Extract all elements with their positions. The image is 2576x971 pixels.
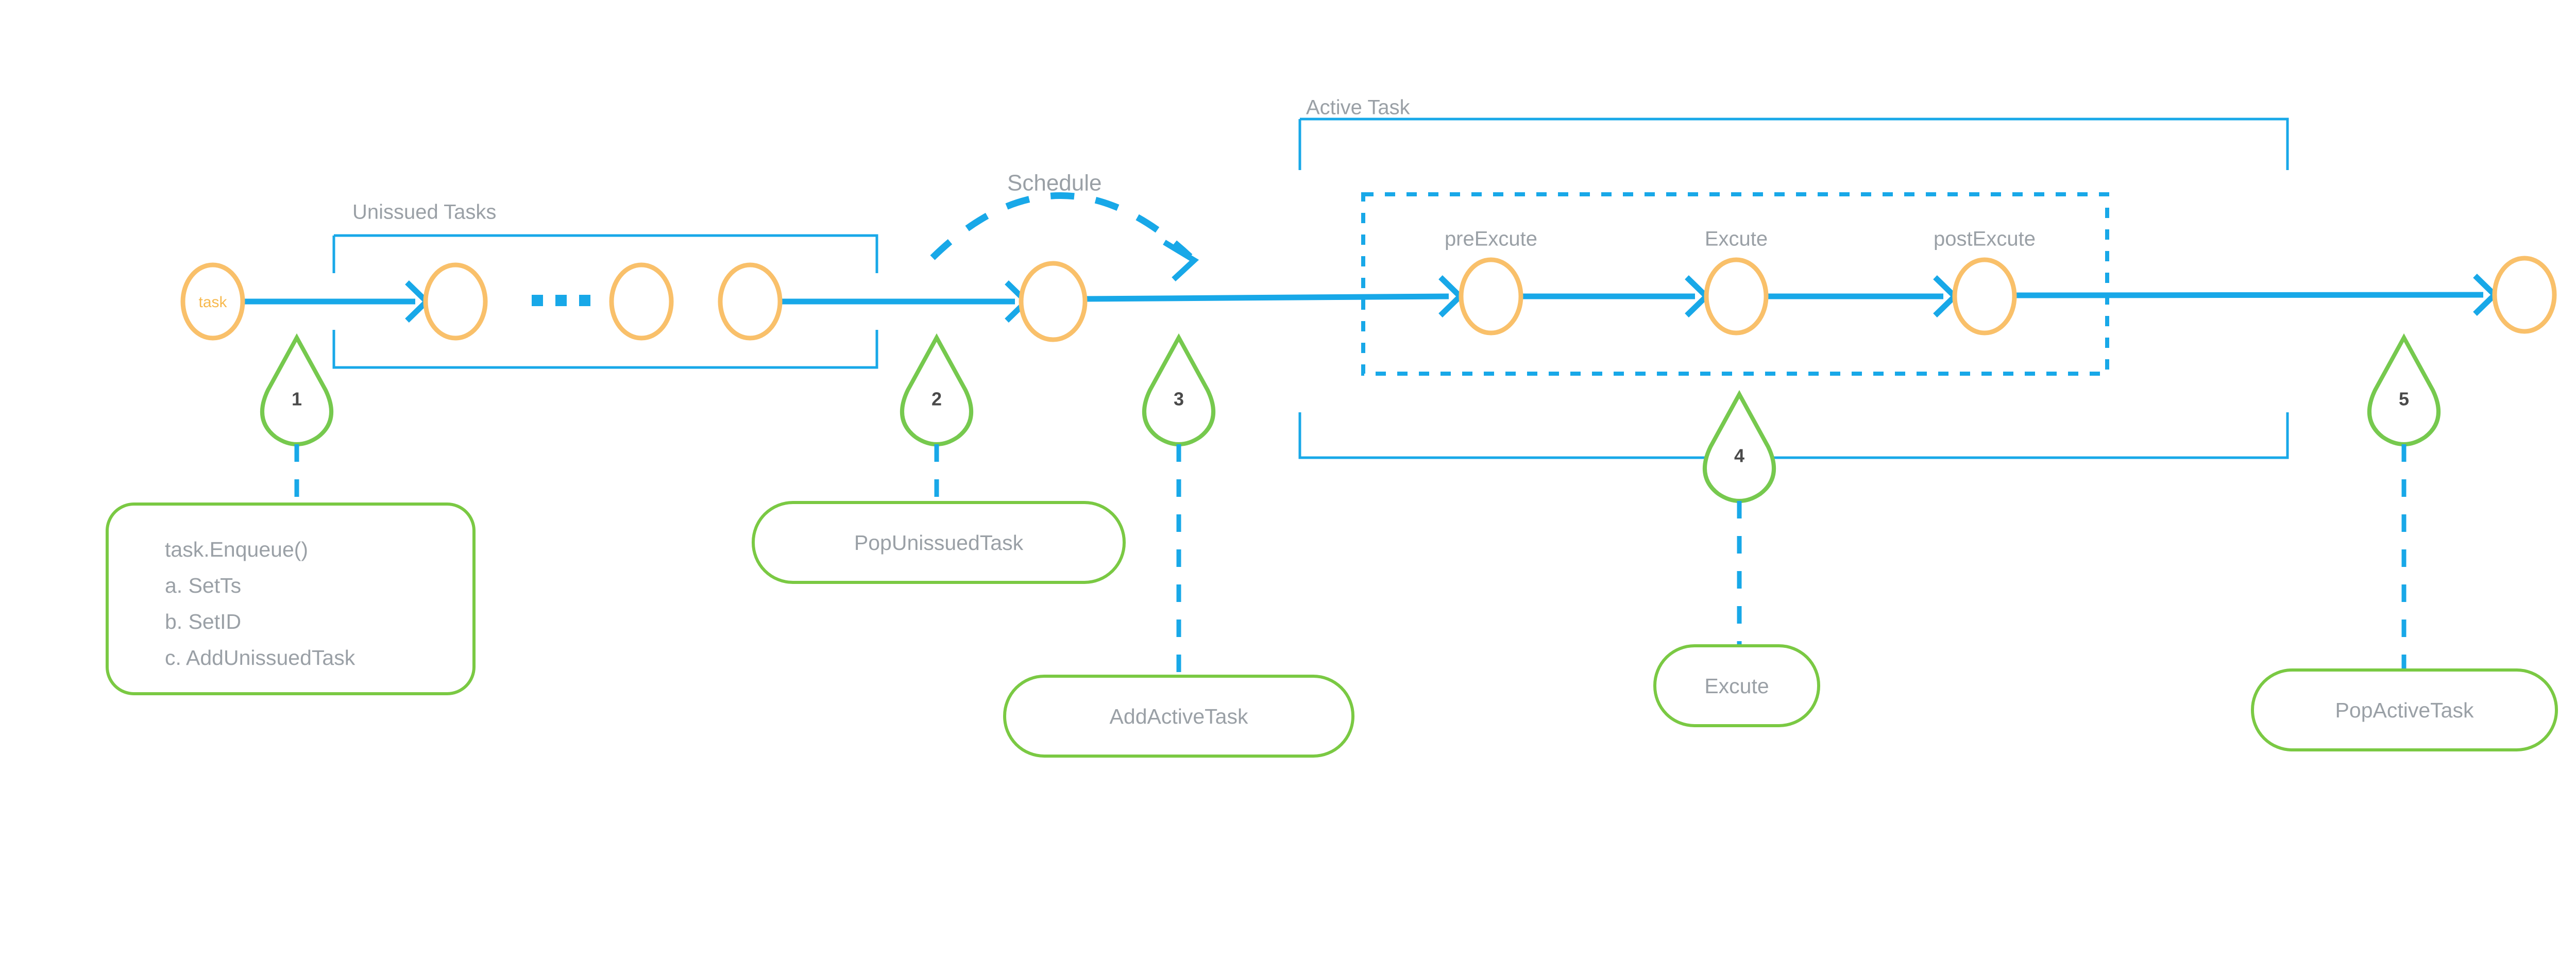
node-queued-1[interactable] (423, 262, 488, 341)
callout-add-active: AddActiveTask (1003, 675, 1354, 758)
schedule-arc (930, 192, 1193, 260)
callout-add-active-box (1003, 675, 1354, 758)
node-task-label: task (198, 294, 227, 311)
pin-1-number: 1 (292, 389, 302, 410)
callout-enqueue: task.Enqueue() a. SetTs b. SetID c. AddU… (106, 503, 476, 695)
node-done[interactable] (2492, 256, 2557, 334)
node-excute-label: Excute (1705, 228, 1768, 250)
callout-pop-unissued-label: PopUnissuedTask (854, 531, 1024, 555)
node-task[interactable]: task (180, 262, 245, 341)
pin-3[interactable]: 3 (1142, 333, 1215, 446)
node-pre-excute[interactable]: preExcute (1445, 228, 1537, 336)
callout-excute-box (1653, 644, 1820, 727)
pin-4-number: 4 (1734, 445, 1744, 466)
pin-4[interactable]: 4 (1703, 390, 1776, 503)
callout-excute: Excute (1653, 644, 1820, 727)
pin-2[interactable]: 2 (900, 333, 973, 446)
node-pre-excute-label: preExcute (1445, 228, 1537, 250)
active-task-dotted-region (1361, 192, 2109, 376)
callout-enqueue-line-4: c. AddUnissuedTask (165, 646, 355, 669)
node-scheduled[interactable] (1019, 261, 1088, 342)
active-bracket-bottom (1298, 412, 2289, 459)
callout-enqueue-box (106, 503, 476, 695)
pin-5-number: 5 (2399, 389, 2409, 410)
callout-enqueue-line-2: a. SetTs (165, 574, 241, 597)
callout-pop-unissued: PopUnissuedTask (752, 501, 1126, 584)
pin-2-number: 2 (931, 389, 942, 410)
callout-enqueue-line-1: task.Enqueue() (165, 538, 308, 561)
callout-add-active-label: AddActiveTask (1110, 705, 1248, 728)
callout-pop-unissued-box (752, 501, 1126, 584)
node-excute[interactable]: Excute (1704, 228, 1769, 336)
active-task-bracket (1298, 118, 2289, 459)
callout-pop-active-label: PopActiveTask (2335, 698, 2474, 722)
schedule-label: Schedule (1007, 171, 1101, 196)
ellipsis-dot-1 (532, 295, 543, 306)
edge-scheduled-to-pre (1082, 293, 1449, 302)
node-task-shape[interactable] (180, 262, 245, 341)
schedule-arrowhead (1163, 240, 1199, 282)
pin-5[interactable]: 5 (2367, 333, 2441, 446)
node-excute-shape[interactable] (1704, 257, 1769, 336)
callout-pop-active: PopActiveTask (2251, 668, 2558, 751)
unissued-tasks-bracket (332, 234, 878, 369)
callout-enqueue-line-3: b. SetID (165, 610, 241, 633)
node-queued-3[interactable] (718, 262, 783, 341)
active-task-label: Active Task (1306, 96, 1411, 119)
pin-3-number: 3 (1174, 389, 1184, 410)
node-post-excute[interactable]: postExcute (1934, 228, 2036, 336)
active-bracket-top (1300, 118, 2289, 170)
node-post-excute-shape[interactable] (1952, 257, 2017, 336)
node-queued-2[interactable] (609, 262, 674, 341)
queue-ellipsis (532, 295, 590, 306)
pin-1[interactable]: 1 (260, 333, 333, 446)
ellipsis-dot-3 (579, 295, 590, 306)
ellipsis-dot-2 (555, 295, 567, 306)
node-pre-excute-shape[interactable] (1459, 257, 1523, 336)
unissued-tasks-label: Unissued Tasks (352, 201, 496, 224)
node-post-excute-label: postExcute (1934, 228, 2036, 250)
unissued-bracket-top (334, 234, 878, 273)
callout-pop-active-box (2251, 668, 2558, 751)
callout-excute-label: Excute (1704, 674, 1769, 698)
unissued-bracket-bottom (332, 330, 878, 369)
